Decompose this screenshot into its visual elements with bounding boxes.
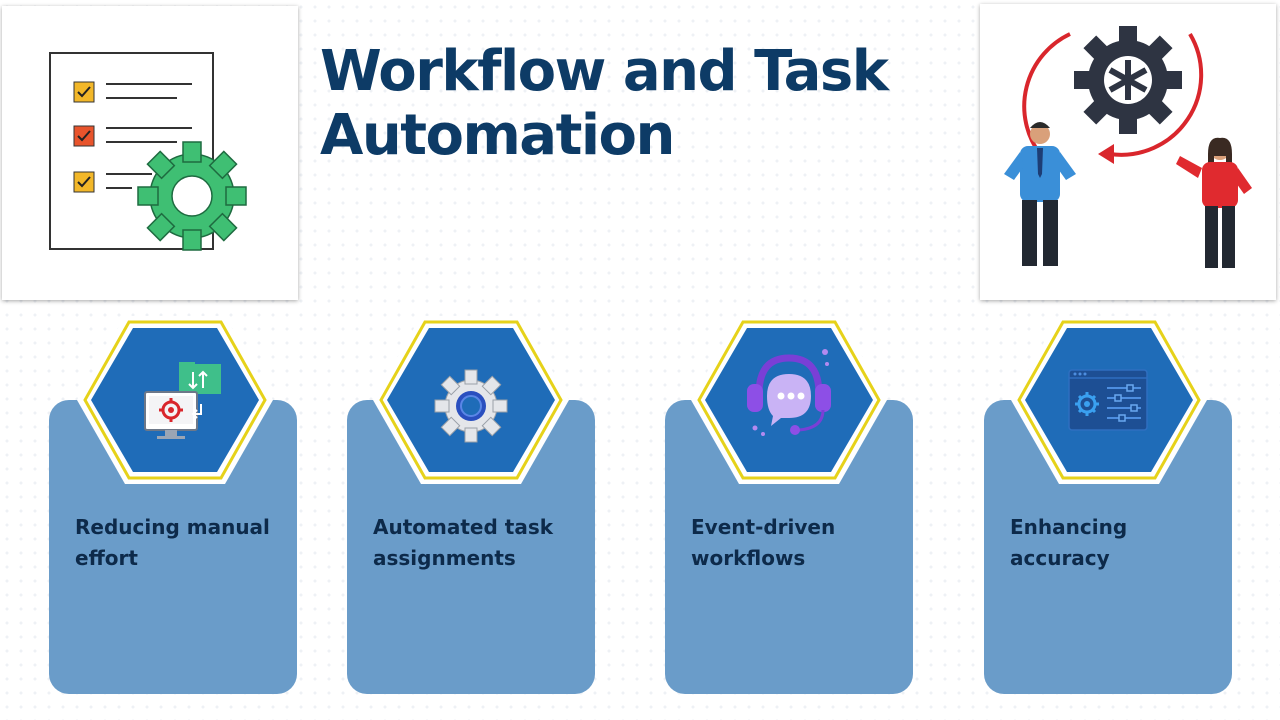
team-gear-cycle-icon bbox=[1004, 26, 1252, 268]
computer-sync-gear-icon bbox=[144, 362, 221, 439]
checklist-gear-icon bbox=[49, 52, 247, 251]
team-illustration bbox=[980, 4, 1276, 300]
page-title: Workflow and Task Automation bbox=[320, 39, 889, 168]
card-label: Reducing manual effort bbox=[75, 515, 270, 570]
card-label: Enhancing accuracy bbox=[1010, 515, 1128, 570]
gear-icon bbox=[434, 369, 508, 443]
settings-panel-icon bbox=[1068, 369, 1148, 431]
hex-badge bbox=[373, 314, 569, 486]
headset-chat-icon bbox=[747, 349, 831, 436]
card-label: Automated task assignments bbox=[373, 515, 554, 570]
checklist-illustration bbox=[2, 6, 298, 300]
hex-badge bbox=[77, 314, 273, 486]
card-label: Event-driven workflows bbox=[691, 515, 836, 570]
hex-badge bbox=[1011, 314, 1207, 486]
hex-badge bbox=[691, 314, 887, 486]
